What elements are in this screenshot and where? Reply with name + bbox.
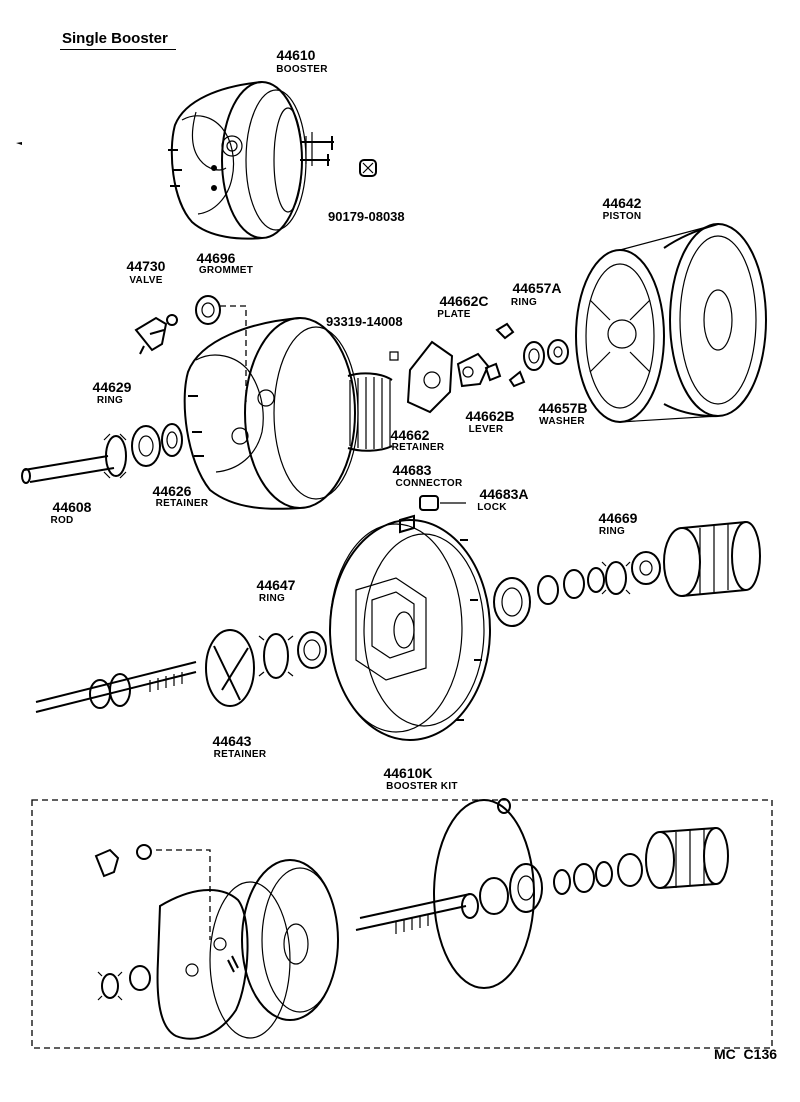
callout-part-44657b: 44657B <box>538 400 588 416</box>
booster-kit-drawing <box>31 798 773 1049</box>
callout-name-retainer-b: RETAINER <box>155 498 209 509</box>
callout-part-44643: 44643 <box>212 733 252 749</box>
diagram-title: Single Booster <box>62 30 168 47</box>
callout-name-lever: LEVER <box>468 424 504 435</box>
callout-name-rod: ROD <box>50 515 74 526</box>
push-rod-assembly-drawing <box>35 629 327 713</box>
booster-assembly-drawing <box>16 81 377 240</box>
callout-part-44662: 44662 <box>390 427 430 443</box>
callout-name-grommet: GROMMET <box>198 265 254 276</box>
callout-name-booster: BOOSTER <box>276 64 328 75</box>
front-shell-drawing <box>183 317 393 510</box>
callout-part-44642: 44642 <box>602 195 642 211</box>
callout-part-93319-14008: 93319-14008 <box>326 314 403 329</box>
rear-shell-drawing <box>329 495 491 741</box>
callout-part-44683a: 44683A <box>479 486 529 502</box>
callout-part-44662c: 44662C <box>439 293 489 309</box>
callout-name-lock: LOCK <box>477 502 507 513</box>
callout-name-connector: CONNECTOR <box>395 478 463 489</box>
callout-part-44608: 44608 <box>52 499 92 515</box>
callout-part-44669: 44669 <box>598 510 638 526</box>
callout-name-ring-c: RING <box>598 526 626 537</box>
callout-name-washer: WASHER <box>539 416 585 427</box>
callout-part-44647: 44647 <box>256 577 296 593</box>
callout-part-44662b: 44662B <box>465 408 515 424</box>
seal-stack-drawing <box>493 521 761 627</box>
rod-ring-retainer-drawing <box>21 423 183 484</box>
callout-name-ring-d: RING <box>258 593 286 604</box>
callout-name-ring-b: RING <box>96 395 124 406</box>
title-underline <box>60 49 176 50</box>
callout-part-44626: 44626 <box>152 483 192 499</box>
callout-part-44730: 44730 <box>126 258 166 274</box>
callout-part-44629: 44629 <box>92 379 132 395</box>
figure-code: MC C136 <box>714 1046 778 1062</box>
valve-grommet-drawing <box>134 295 247 402</box>
retainer-plate-parts-drawing <box>389 322 569 414</box>
callout-name-ring-a: RING <box>510 297 538 308</box>
callout-name-booster-kit: BOOSTER KIT <box>386 781 458 792</box>
callout-part-44657a: 44657A <box>512 280 562 296</box>
callout-name-plate: PLATE <box>437 309 471 320</box>
callout-part-90179-08038: 90179-08038 <box>328 209 405 224</box>
callout-part-44610k: 44610K <box>383 765 433 781</box>
callout-name-valve: VALVE <box>129 275 163 286</box>
callout-name-piston: PISTON <box>602 211 642 222</box>
callout-name-retainer-a: RETAINER <box>391 442 445 453</box>
callout-part-44610: 44610 <box>276 47 316 63</box>
callout-part-44683: 44683 <box>392 462 432 478</box>
callout-part-44696: 44696 <box>196 250 236 266</box>
piston-drawing <box>575 223 767 423</box>
callout-name-retainer-c: RETAINER <box>213 749 267 760</box>
